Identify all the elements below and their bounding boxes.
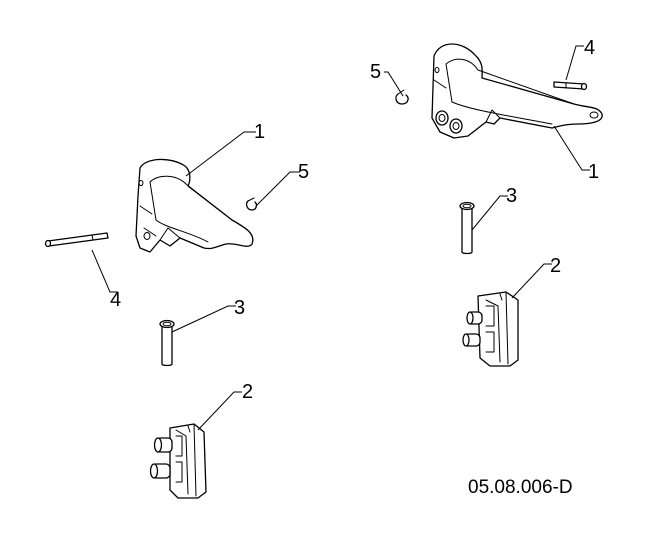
right-handle-part (431, 43, 603, 139)
leader-left-bracket (197, 391, 242, 431)
right-clip-part (395, 89, 409, 105)
leader-right-clip (384, 71, 404, 97)
callout-left-rod: 4 (110, 289, 121, 311)
leader-right-bracket (511, 263, 552, 299)
left-clip-part (245, 197, 258, 211)
leader-right-handle (553, 125, 590, 171)
left-handle-part (135, 158, 254, 253)
callout-right-clip: 5 (370, 61, 381, 83)
callout-left-bracket: 2 (242, 381, 253, 403)
callout-right-bracket: 2 (550, 255, 561, 277)
leader-left-clip (255, 171, 300, 207)
callout-left-clip: 5 (298, 161, 309, 183)
callout-left-pin: 3 (234, 297, 245, 319)
left-rod-part (44, 232, 109, 248)
callout-right-handle: 1 (588, 161, 599, 183)
leader-left-rod (91, 249, 118, 293)
drawing-reference: 05.08.006-D (468, 477, 573, 498)
left-bracket-part (149, 423, 207, 499)
leader-right-rod (565, 45, 584, 81)
right-pin-part (459, 201, 475, 255)
callout-right-pin: 3 (506, 185, 517, 207)
callout-left-handle: 1 (254, 121, 265, 143)
leader-right-pin (471, 195, 508, 231)
right-rod-part (553, 81, 588, 91)
callout-right-rod: 4 (584, 37, 595, 59)
right-bracket-part (462, 291, 519, 367)
leader-left-handle (185, 131, 256, 177)
leader-left-pin (171, 305, 236, 333)
left-pin-part (159, 319, 175, 367)
